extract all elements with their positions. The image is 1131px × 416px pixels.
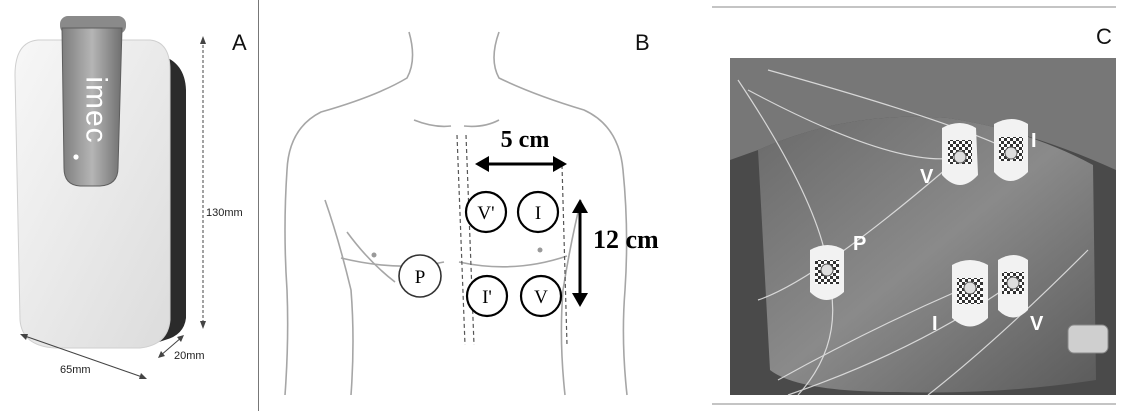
width-label: 65mm bbox=[60, 364, 91, 376]
photo-electrode-v-upper bbox=[942, 123, 978, 185]
photo-marker-v-upper: V bbox=[920, 166, 934, 188]
panel-c-photo: V I P I V C bbox=[698, 0, 1131, 411]
photo-electrode-p bbox=[810, 245, 844, 300]
photo-electrode-v-lower bbox=[998, 255, 1028, 318]
height-label: 130mm bbox=[206, 207, 243, 219]
depth-label: 20mm bbox=[174, 350, 205, 362]
horizontal-distance-label: 5 cm bbox=[501, 127, 550, 153]
brand-container: imec bbox=[66, 60, 126, 160]
photo-illustration: V I P I V bbox=[698, 0, 1131, 411]
device-illustration bbox=[0, 0, 258, 411]
electrode-v-bottom-label: V bbox=[534, 287, 548, 308]
panel-a-device: imec A 130mm 65mm 20mm bbox=[0, 0, 258, 411]
photo-marker-v-lower: V bbox=[1030, 313, 1044, 335]
photo-marker-i-upper: I bbox=[1031, 130, 1037, 152]
photo-electrode-i-upper bbox=[994, 119, 1028, 181]
vertical-distance-label: 12 cm bbox=[593, 225, 659, 254]
photo-marker-p: P bbox=[853, 233, 866, 255]
brand-logo: imec bbox=[79, 76, 113, 143]
photo-electrode-i-lower bbox=[952, 260, 988, 327]
electrode-p-label: P bbox=[415, 267, 426, 288]
wristwatch bbox=[1068, 325, 1108, 353]
electrode-i-prime-label: I' bbox=[482, 287, 492, 308]
electrode-v-prime-label: V' bbox=[477, 203, 494, 224]
electrode-i-top-label: I bbox=[535, 203, 541, 224]
torso-diagram: P V' I I' V 5 cm 12 cm bbox=[259, 0, 699, 411]
panel-b-placement-diagram: P V' I I' V 5 cm 12 cm B bbox=[258, 0, 699, 411]
photo-marker-i-lower: I bbox=[932, 313, 938, 335]
panel-a-label: A bbox=[232, 30, 247, 56]
panel-b-label: B bbox=[635, 30, 650, 56]
torso-outline bbox=[285, 32, 627, 395]
panel-c-label: C bbox=[1096, 24, 1112, 50]
